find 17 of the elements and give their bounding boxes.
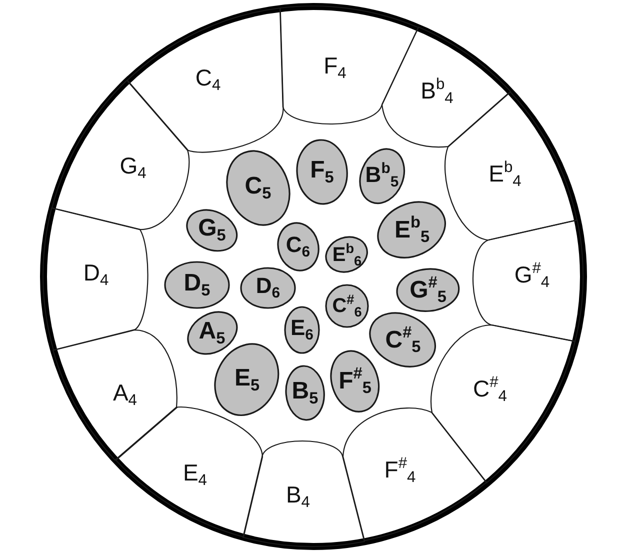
note-label: F$_{5}$ xyxy=(310,158,334,186)
note-label: C$_{6}$ xyxy=(286,234,310,260)
note-label: C$_{5}$ xyxy=(244,174,272,202)
note-label: G$_{5}$ xyxy=(198,216,226,244)
note-label: F$_{4}$ xyxy=(324,54,346,82)
note-label: A$_{5}$ xyxy=(198,319,226,347)
note-label: D$_{5}$ xyxy=(184,271,210,299)
note-label: G$_{4}$ xyxy=(120,154,146,182)
note-label: C$_{4}$ xyxy=(195,66,221,94)
note-label: B$_{5}$ xyxy=(292,379,318,407)
note-label: D$_{6}$ xyxy=(256,274,280,302)
note-label: B$_{4}$ xyxy=(286,483,310,511)
note-label: A$_{4}$ xyxy=(112,381,137,409)
note-label: E$_{5}$ xyxy=(234,366,260,394)
note-label: E$_{6}$ xyxy=(290,316,314,344)
note-label: D$_{4}$ xyxy=(83,261,109,289)
note-label: E$_{4}$ xyxy=(182,461,207,489)
